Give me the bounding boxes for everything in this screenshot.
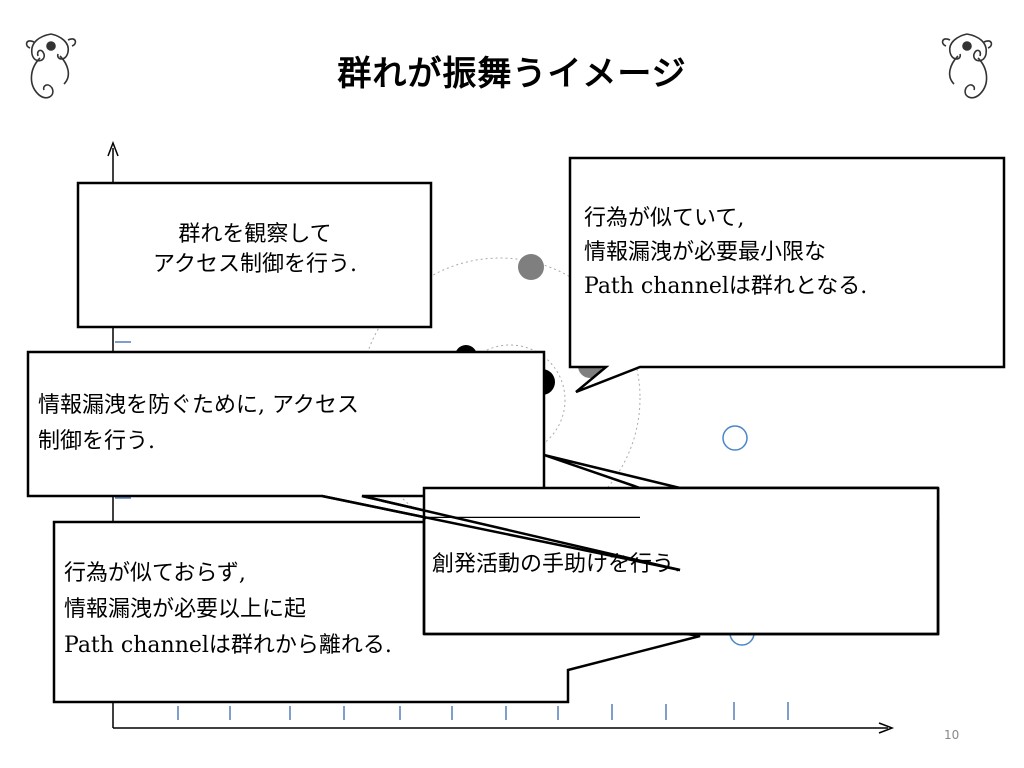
callout-line: アクセス制御を行う. <box>153 252 357 277</box>
callout-line: Path channelは群れから離れる. <box>64 633 392 658</box>
callout-line: 情報漏洩を防ぐために, アクセス <box>38 393 359 418</box>
callout-creative-text: 創発活動の手助けを行う. <box>432 550 932 580</box>
y-axis-ticks <box>115 341 131 499</box>
callout-observe-text: 群れを観察して アクセス制御を行う. <box>80 220 430 280</box>
outlier-node <box>722 425 748 451</box>
page-number: 10 <box>944 728 960 742</box>
swarm-node <box>518 254 544 280</box>
callout-dissimilar-text: 行為が似ておらず, 情報漏洩が必要以上に起 Path channelは群れから離… <box>64 556 564 664</box>
flourish-ornament-icon <box>941 33 993 99</box>
orbit-circle <box>359 257 641 539</box>
callout-line: 創発活動の手助けを行う. <box>432 552 681 577</box>
callout-similar-text: 行為が似ていて, 情報漏洩が必要最小限な Path channelは群れとなる. <box>584 202 994 304</box>
y-axis-arrow <box>107 140 119 157</box>
flourish-ornament-icon <box>25 33 77 99</box>
callout-line: 情報漏洩が必要以上に起 <box>64 597 307 622</box>
callout-line: 情報漏洩が必要最小限な <box>584 240 827 265</box>
x-axis-arrow <box>878 722 895 734</box>
callout-line: 群れを観察して <box>178 222 332 247</box>
callout-observe-box <box>76 181 433 329</box>
slide-title: 群れが振舞うイメージ <box>337 54 687 94</box>
callout-prevent-text: 情報漏洩を防ぐために, アクセス 制御を行う. <box>38 388 538 460</box>
callout-line: 行為が似ておらず, <box>64 561 246 586</box>
callout-line: 行為が似ていて, <box>584 206 745 231</box>
callout-line: Path channelは群れとなる. <box>584 274 868 299</box>
callout-similar-box <box>568 156 1006 394</box>
callout-line: 制御を行う. <box>38 429 155 454</box>
x-axis-ticks <box>177 702 789 720</box>
